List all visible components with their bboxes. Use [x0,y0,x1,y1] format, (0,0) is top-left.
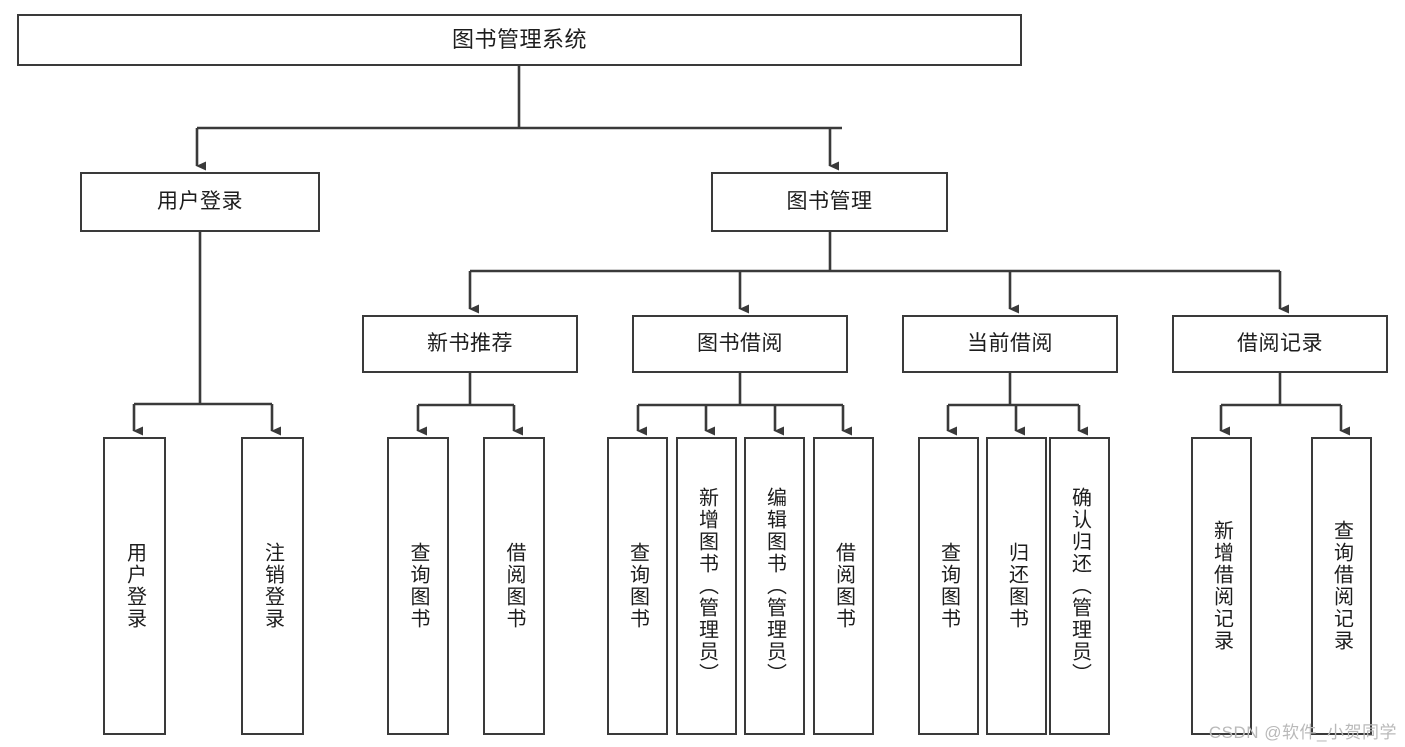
node-leaf-confirm-return[interactable]: 确认归还（管理员） [1049,437,1110,735]
node-leaf-borrow-book[interactable]: 借阅图书 [813,437,874,735]
node-book-borrow[interactable]: 图书借阅 [632,315,848,373]
node-borrow-record[interactable]: 借阅记录 [1172,315,1388,373]
node-current-borrow-label: 当前借阅 [967,332,1053,356]
node-leaf-return-book-label: 归还图书 [1005,542,1028,630]
node-leaf-add-book-label: 新增图书（管理员） [695,487,718,685]
node-leaf-query-borrow-record[interactable]: 查询借阅记录 [1311,437,1372,735]
node-leaf-edit-book[interactable]: 编辑图书（管理员） [744,437,805,735]
node-leaf-query-book-recommend[interactable]: 查询图书 [387,437,449,735]
node-leaf-query-borrow-record-label: 查询借阅记录 [1330,520,1353,652]
node-leaf-add-book[interactable]: 新增图书（管理员） [676,437,737,735]
node-new-book-recommend[interactable]: 新书推荐 [362,315,578,373]
watermark: CSDN @软件_小贺同学 [1208,723,1397,742]
node-user-login[interactable]: 用户登录 [80,172,320,232]
node-leaf-confirm-return-label: 确认归还（管理员） [1068,487,1091,685]
node-leaf-query-book-borrow-label: 查询图书 [626,542,649,630]
node-leaf-query-book-borrow[interactable]: 查询图书 [607,437,668,735]
node-leaf-edit-book-label: 编辑图书（管理员） [763,487,786,685]
node-leaf-user-login[interactable]: 用户登录 [103,437,166,735]
node-root-label: 图书管理系统 [451,26,587,52]
node-new-book-recommend-label: 新书推荐 [427,332,513,356]
node-leaf-borrow-book-recommend-label: 借阅图书 [503,542,525,630]
node-leaf-user-login-label: 用户登录 [123,542,146,630]
node-leaf-return-book[interactable]: 归还图书 [986,437,1047,735]
node-book-manage[interactable]: 图书管理 [711,172,948,232]
node-leaf-add-borrow-record[interactable]: 新增借阅记录 [1191,437,1252,735]
node-root[interactable]: 图书管理系统 [17,14,1022,66]
node-leaf-query-book-current[interactable]: 查询图书 [918,437,979,735]
node-borrow-record-label: 借阅记录 [1237,332,1323,356]
node-leaf-add-borrow-record-label: 新增借阅记录 [1210,520,1233,652]
node-book-manage-label: 图书管理 [786,190,873,214]
node-leaf-logout-label: 注销登录 [261,542,284,630]
node-leaf-borrow-book-recommend[interactable]: 借阅图书 [483,437,545,735]
node-leaf-borrow-book-label: 借阅图书 [832,542,855,630]
node-leaf-query-book-current-label: 查询图书 [937,542,960,630]
node-leaf-logout[interactable]: 注销登录 [241,437,304,735]
node-leaf-query-book-recommend-label: 查询图书 [407,542,429,630]
node-current-borrow[interactable]: 当前借阅 [902,315,1118,373]
node-book-borrow-label: 图书借阅 [697,332,783,356]
node-user-login-label: 用户登录 [157,190,243,214]
